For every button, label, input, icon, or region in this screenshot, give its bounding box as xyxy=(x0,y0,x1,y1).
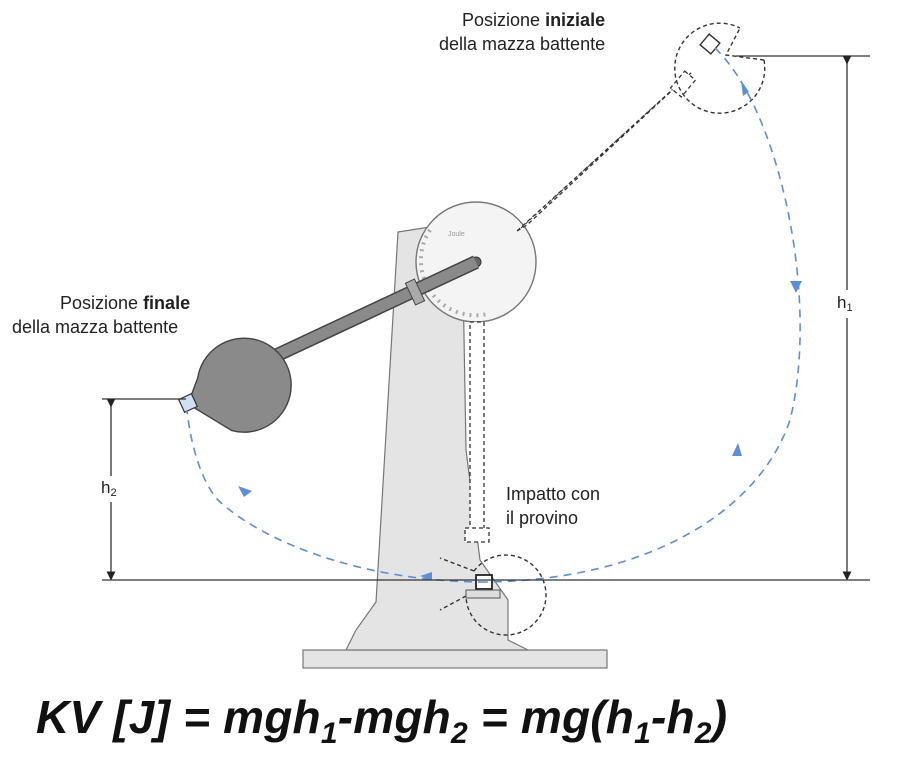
label-h1: h1 xyxy=(837,293,853,314)
label-h1-base: h xyxy=(837,293,847,312)
label-final-line1: Posizione finale xyxy=(12,291,190,315)
impact-hammer xyxy=(439,321,547,636)
label-h2-base: h xyxy=(101,478,111,497)
formula-part5: ) xyxy=(711,691,728,743)
formula-sub1: 1 xyxy=(320,717,338,750)
label-impact: Impatto con il provino xyxy=(506,482,600,530)
formula-part1: KV [J] = mgh xyxy=(36,691,321,743)
formula-sub2: 2 xyxy=(450,717,468,750)
impact-energy-formula: KV [J] = mgh1-mgh2 = mg(h1-h2) xyxy=(36,690,896,751)
label-initial-bold: iniziale xyxy=(545,10,606,30)
dial-scale xyxy=(418,228,489,318)
dial-text: Joule xyxy=(448,231,465,238)
height-references xyxy=(102,55,870,581)
label-h1-sub: 1 xyxy=(846,302,853,314)
machine-column xyxy=(345,221,529,651)
label-impact-line1: Impatto con xyxy=(506,484,601,504)
formula-part3: = mg(h xyxy=(467,691,635,743)
label-h2: h2 xyxy=(101,478,117,499)
label-initial-line1: Posizione iniziale xyxy=(462,8,605,32)
label-final-line2: della mazza battente xyxy=(12,317,179,337)
label-final-position: Posizione finale della mazza battente xyxy=(12,291,190,339)
formula-sub3: 1 xyxy=(634,717,651,750)
label-initial-prefix: Posizione xyxy=(462,10,546,30)
label-impact-line2: il provino xyxy=(506,508,579,528)
final-hammer xyxy=(177,255,479,433)
label-initial-line2: della mazza battente xyxy=(438,34,606,54)
formula-part4: -h xyxy=(650,691,695,743)
trajectory xyxy=(186,47,802,583)
machine-base xyxy=(302,649,608,669)
label-final-prefix: Posizione xyxy=(60,293,144,313)
label-initial-position: Posizione iniziale della mazza battente xyxy=(439,8,605,56)
label-final-bold: finale xyxy=(143,293,191,313)
formula-part2: -mgh xyxy=(337,691,451,743)
initial-hammer xyxy=(516,22,766,232)
label-h2-sub: 2 xyxy=(110,487,117,499)
formula-sub4: 2 xyxy=(694,717,712,750)
